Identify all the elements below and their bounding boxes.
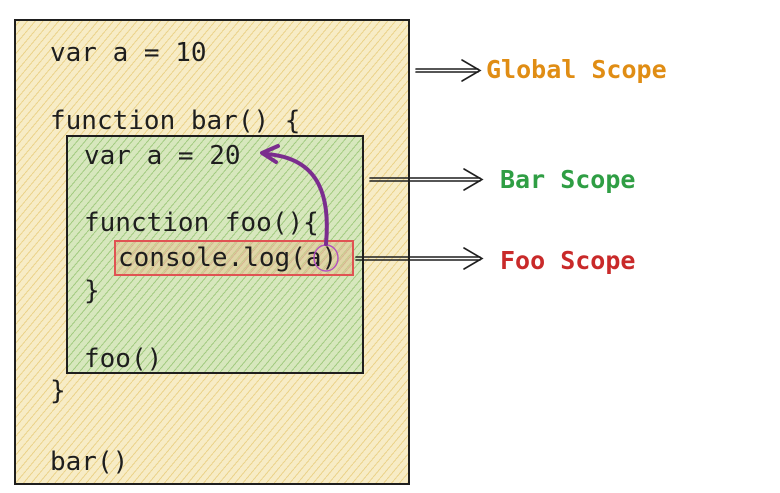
code-function-foo: function foo(){: [84, 208, 319, 238]
foo-scope-label: Foo Scope: [500, 246, 636, 275]
code-foo-close-brace: }: [84, 276, 100, 306]
code-function-bar: function bar() {: [50, 106, 301, 136]
code-bar-close-brace: }: [50, 376, 66, 406]
code-foo-call: foo(): [84, 344, 163, 374]
global-scope-label: Global Scope: [486, 55, 667, 84]
code-bar-call: bar(): [50, 447, 129, 477]
global-scope-pointer-arrow: [415, 59, 482, 82]
code-var-a-20: var a = 20: [84, 141, 241, 171]
code-console-log: console.log(a): [118, 243, 338, 273]
bar-scope-label: Bar Scope: [500, 165, 636, 194]
code-var-a-10: var a = 10: [50, 38, 207, 68]
